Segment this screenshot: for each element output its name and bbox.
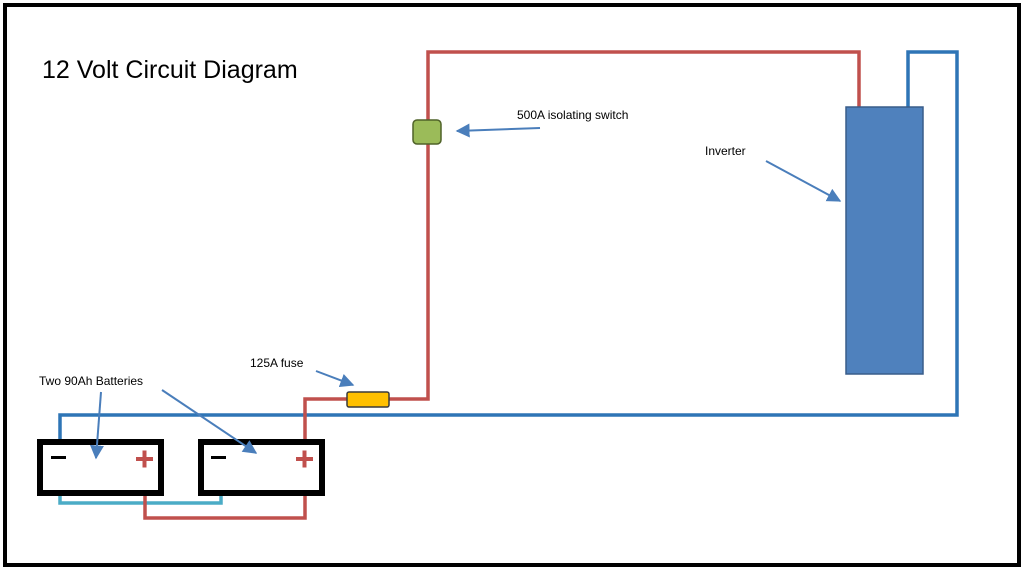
positive-wire-to-fuse (303, 397, 347, 442)
battery-1-negative-sign (51, 456, 66, 459)
battery-2-negative-sign (211, 456, 226, 459)
negative-wire-main (58, 50, 959, 460)
battery-1-positive-sign (136, 450, 153, 468)
switch-label: 500A isolating switch (517, 108, 628, 122)
fuse-label: 125A fuse (250, 356, 304, 370)
inverter-arrow (765, 160, 842, 202)
batteries-label: Two 90Ah Batteries (39, 374, 143, 388)
fuse-arrow (315, 370, 355, 388)
fuse (346, 391, 390, 408)
battery-2-positive-sign (296, 450, 313, 468)
isolating-switch (412, 119, 442, 145)
diagram-title: 12 Volt Circuit Diagram (42, 56, 298, 84)
battery-1 (37, 439, 164, 496)
positive-wire-main (389, 50, 861, 401)
switch-arrow (455, 123, 541, 138)
batteries-arrow-1 (89, 391, 104, 460)
inverter-label: Inverter (705, 144, 746, 158)
battery-2 (198, 439, 325, 496)
inverter (845, 106, 924, 375)
batteries-arrow-2 (161, 389, 258, 454)
